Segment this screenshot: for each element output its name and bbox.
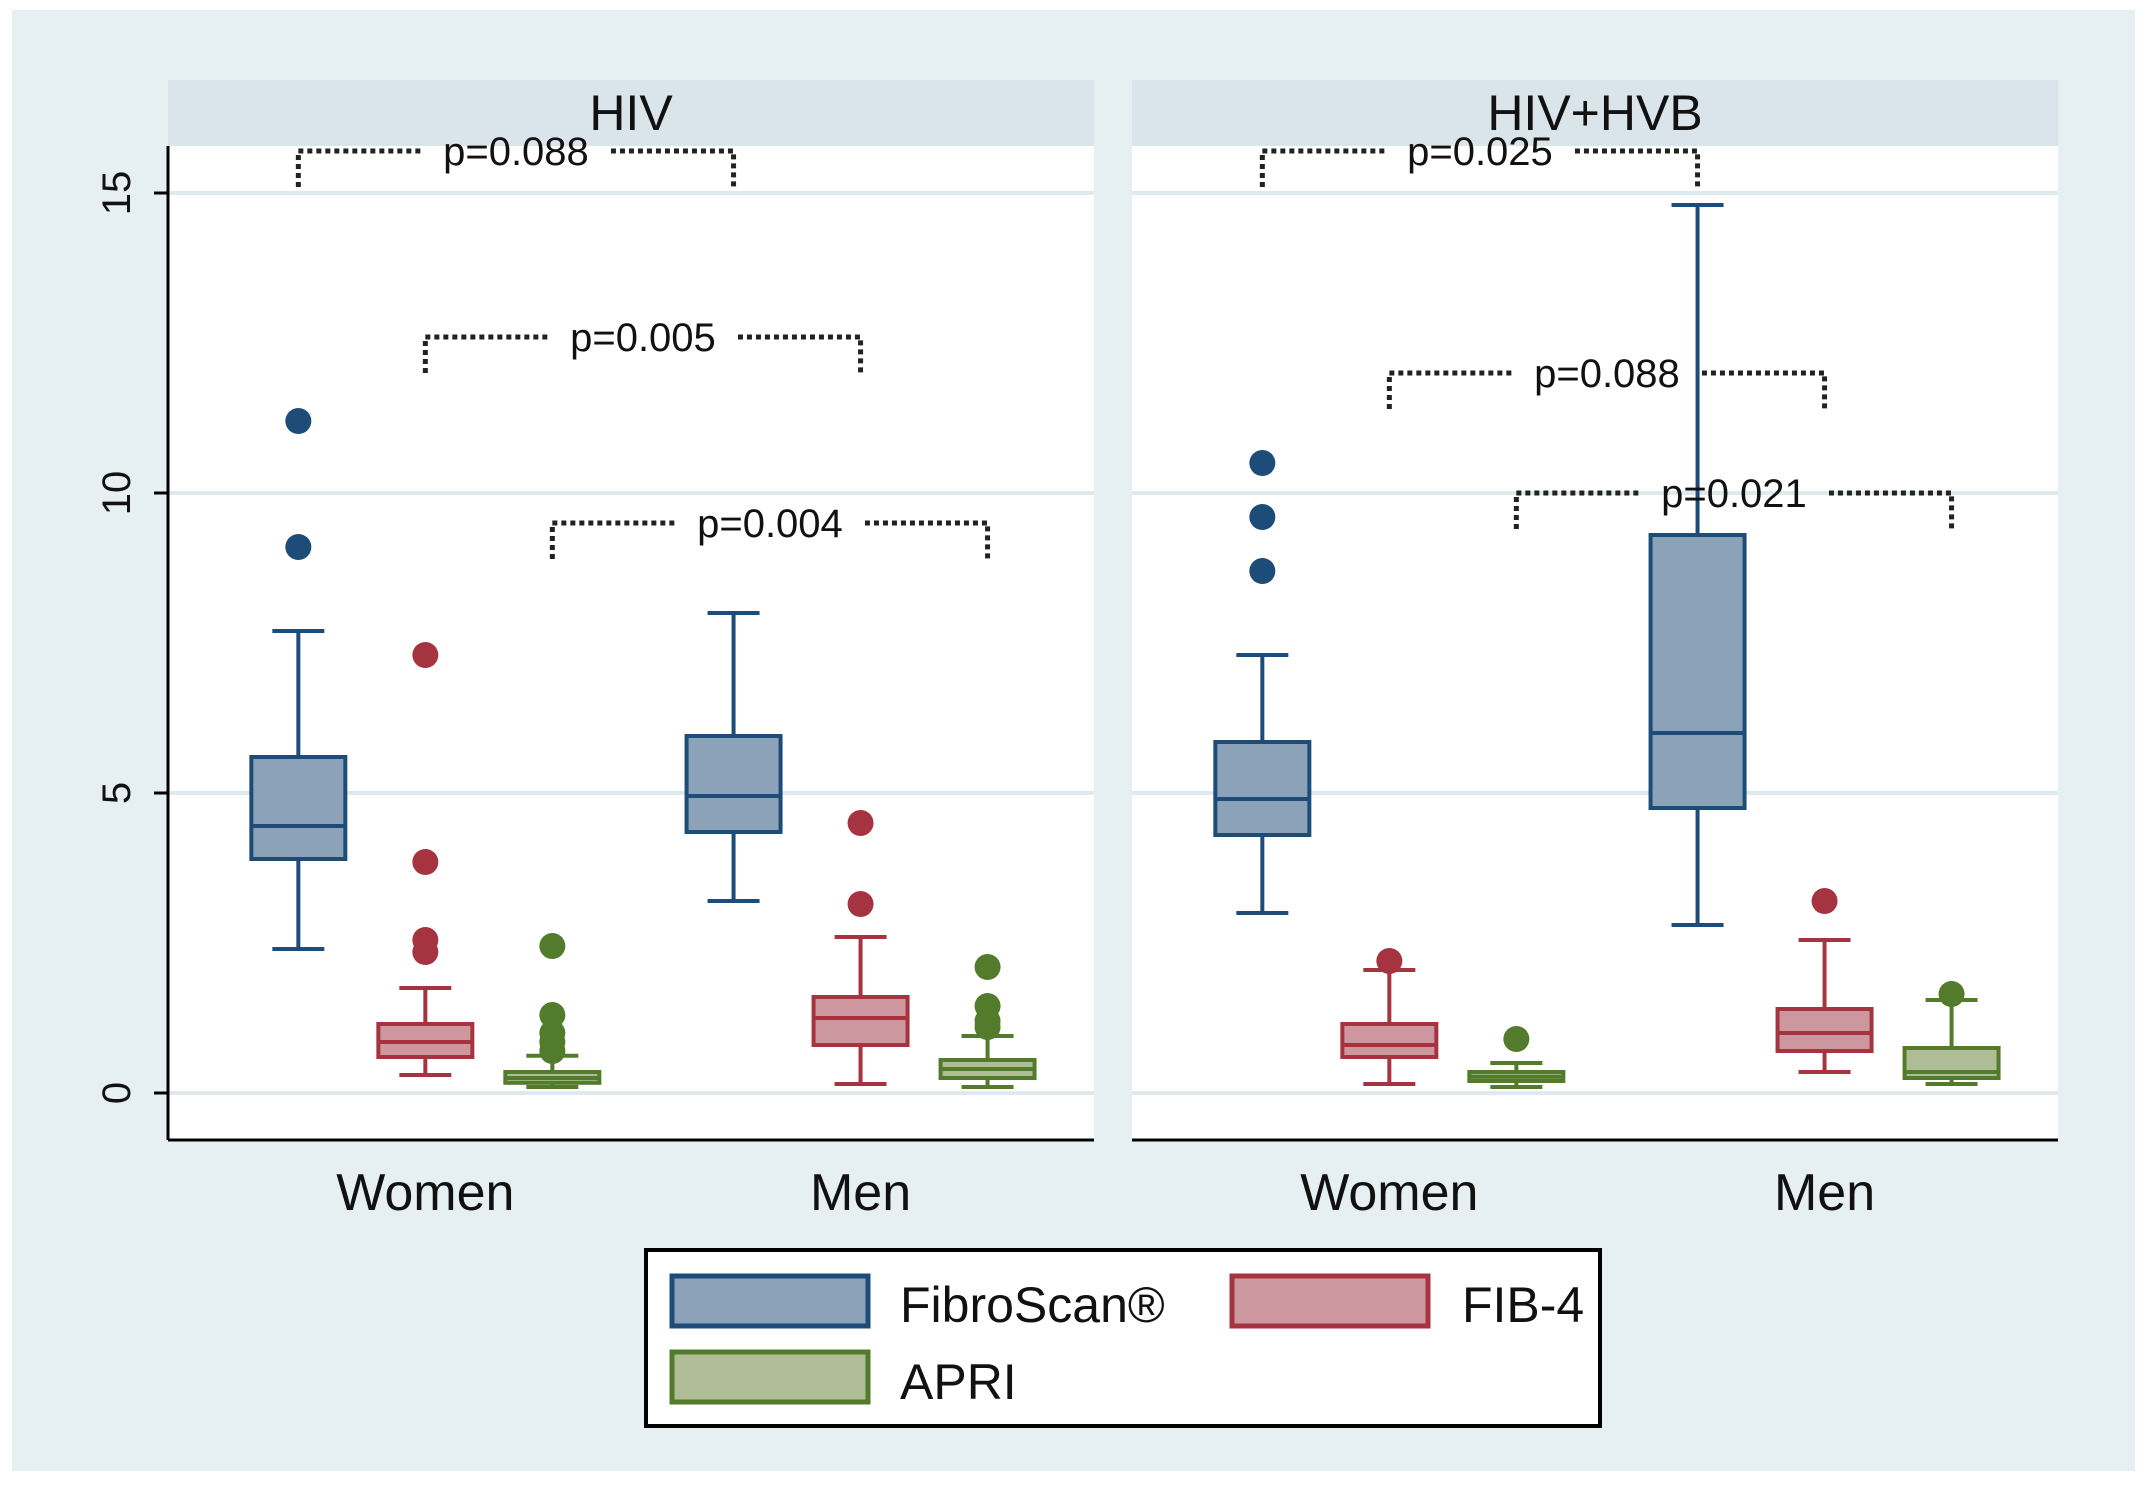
box-apri-men (938, 954, 1037, 1089)
box-apri-women (1467, 1026, 1566, 1089)
y-tick-label: 15 (95, 171, 139, 216)
plot-area (1132, 146, 2058, 1140)
outlier-point (539, 933, 566, 959)
p-value-bracket: p=0.004 (549, 502, 991, 559)
p-value-label: p=0.021 (1661, 472, 1807, 516)
bracket-left (1513, 490, 1639, 529)
legend-item-fibroscan: FibroScan® (669, 1273, 1165, 1333)
p-value-bracket: p=0.025 (1259, 130, 1701, 187)
box-fibroscan-men (684, 611, 783, 903)
box-iqr (1213, 740, 1312, 837)
outlier-point (974, 954, 1001, 980)
box-fib4-women (376, 642, 475, 1077)
outlier-point (412, 849, 439, 875)
box-iqr (684, 734, 783, 834)
legend-label: APRI (900, 1354, 1017, 1410)
p-value-bracket: p=0.005 (422, 316, 864, 373)
p-value-label: p=0.005 (570, 316, 716, 360)
p-value-bracket: p=0.021 (1513, 472, 1955, 529)
legend-label: FibroScan® (900, 1277, 1165, 1333)
box-iqr (811, 995, 910, 1047)
outlier-point (1249, 504, 1276, 530)
legend-item-apri: APRI (669, 1349, 1017, 1410)
bracket-left (422, 334, 548, 373)
outlier-point (539, 1020, 566, 1046)
panel-strip (1132, 80, 2058, 146)
legend-item-fib4: FIB-4 (1229, 1273, 1584, 1333)
box-iqr (1775, 1007, 1874, 1053)
outlier-point (539, 1002, 566, 1028)
legend-swatch (669, 1273, 871, 1329)
outlier-point (847, 810, 874, 836)
box-fib4-men (1775, 888, 1874, 1074)
p-value-label: p=0.004 (697, 502, 843, 546)
p-value-label: p=0.088 (443, 130, 589, 174)
bracket-left (1259, 148, 1385, 187)
outlier-point (1811, 888, 1838, 914)
legend-label: FIB-4 (1462, 1277, 1584, 1333)
panel-strip (168, 80, 1094, 146)
p-value-bracket: p=0.088 (1386, 352, 1828, 409)
box-fib4-women (1340, 948, 1439, 1086)
bracket-left (1386, 370, 1512, 409)
outlier-point (412, 927, 439, 953)
box-iqr (1648, 533, 1747, 810)
outlier-point (412, 642, 439, 668)
outlier-point (1249, 450, 1276, 476)
bracket-left (295, 148, 421, 187)
p-value-label: p=0.025 (1407, 130, 1553, 174)
outlier-point (1503, 1026, 1530, 1052)
legend-swatch (669, 1349, 871, 1405)
p-value-label: p=0.088 (1534, 352, 1680, 396)
box-fibroscan-women (1213, 450, 1312, 915)
x-category-label: Women (1300, 1164, 1478, 1222)
bracket-right (1701, 370, 1828, 409)
y-tick-label: 10 (95, 471, 139, 516)
bracket-left (549, 520, 675, 559)
outlier-point (285, 408, 312, 434)
bracket-right (1574, 148, 1701, 187)
panel-title: HIV (589, 85, 673, 141)
box-apri-men (1902, 981, 2001, 1086)
box-apri-women (503, 933, 602, 1089)
box-iqr (1340, 1022, 1439, 1059)
p-value-bracket: p=0.088 (295, 130, 737, 187)
bracket-right (864, 520, 991, 559)
plot-area (168, 146, 1094, 1140)
y-tick-label: 5 (95, 782, 139, 804)
bracket-right (1828, 490, 1955, 529)
x-category-label: Men (810, 1164, 911, 1222)
outlier-point (1249, 558, 1276, 584)
outlier-point (847, 891, 874, 917)
y-tick-label: 0 (95, 1082, 139, 1104)
outlier-point (1938, 981, 1965, 1007)
x-category-label: Women (336, 1164, 514, 1222)
box-fib4-men (811, 810, 910, 1086)
bracket-right (737, 334, 864, 373)
bracket-right (610, 148, 737, 187)
outlier-point (974, 993, 1001, 1019)
outlier-point (285, 534, 312, 560)
x-category-label: Men (1774, 1164, 1875, 1222)
outlier-point (1376, 948, 1403, 974)
panel-hiv-hvb: HIV+HVB Women Men p=0.025 p=0.088 p=0.021 (1132, 80, 2058, 1222)
box-fibroscan-women (249, 408, 348, 951)
box-iqr (249, 755, 348, 861)
box-fibroscan-men (1648, 203, 1747, 927)
legend-swatch (1229, 1273, 1431, 1329)
panel-title: HIV+HVB (1487, 85, 1702, 141)
